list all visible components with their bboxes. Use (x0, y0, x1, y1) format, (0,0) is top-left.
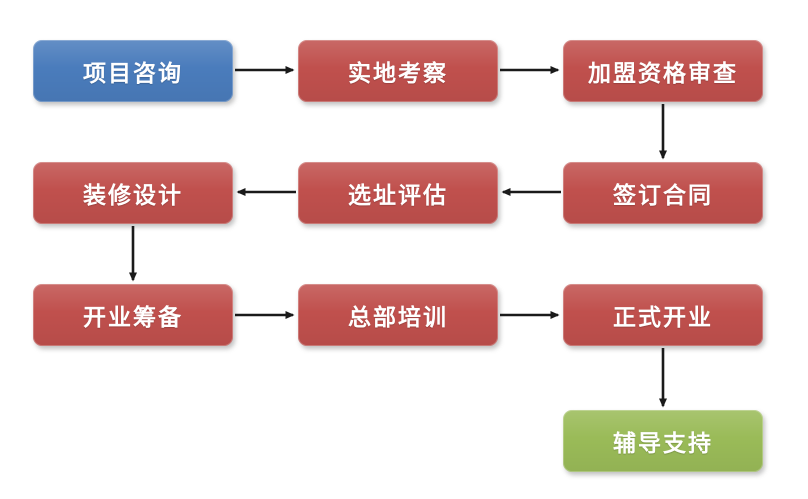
flow-node-label: 辅导支持 (613, 430, 713, 456)
flow-node-label: 选址评估 (348, 182, 448, 208)
flow-node-label: 开业筹备 (83, 304, 183, 330)
flow-node-label: 总部培训 (348, 304, 448, 330)
flow-node-label: 项目咨询 (83, 60, 183, 86)
flow-node-opening-preparation: 开业筹备 (33, 284, 233, 346)
flow-node-project-consultation: 项目咨询 (33, 40, 233, 102)
flow-node-label: 正式开业 (613, 304, 713, 330)
flow-node-label: 装修设计 (83, 182, 183, 208)
flow-node-label: 加盟资格审查 (588, 60, 738, 86)
flow-node-headquarters-training: 总部培训 (298, 284, 498, 346)
flow-node-location-evaluation: 选址评估 (298, 162, 498, 224)
flow-node-grand-opening: 正式开业 (563, 284, 763, 346)
flow-node-guidance-support: 辅导支持 (563, 410, 763, 472)
flow-node-label: 签订合同 (613, 182, 713, 208)
flow-node-site-visit: 实地考察 (298, 40, 498, 102)
flow-node-franchise-review: 加盟资格审查 (563, 40, 763, 102)
flow-node-label: 实地考察 (348, 60, 448, 86)
flow-node-decoration-design: 装修设计 (33, 162, 233, 224)
flow-node-sign-contract: 签订合同 (563, 162, 763, 224)
